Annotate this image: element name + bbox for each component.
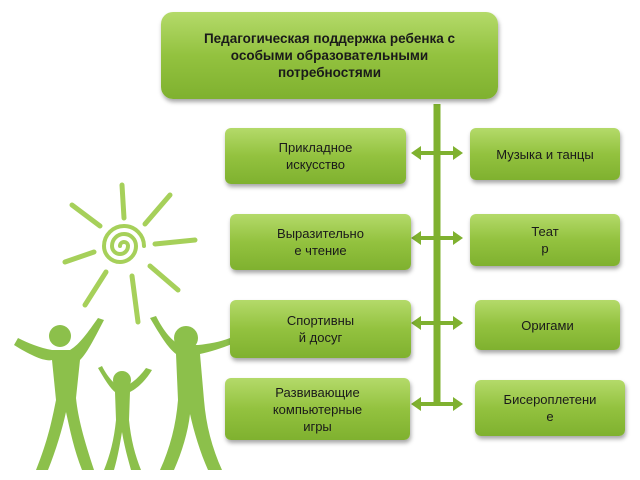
right-box-origami: Оригами: [475, 300, 620, 350]
double-arrow-icon: [411, 231, 463, 245]
double-arrow-icon: [411, 397, 463, 411]
double-arrow-icon: [411, 316, 463, 330]
right-box-beadwork: Бисероплетени е: [475, 380, 625, 436]
sun-icon: [62, 182, 198, 325]
double-arrow-icon: [411, 146, 463, 160]
left-box-developmental-games: Развивающие компьютерные игры: [225, 378, 410, 440]
family-figures-icon: [14, 316, 232, 470]
sun-family-illustration: [14, 182, 232, 470]
right-box-theatre: Теат р: [470, 214, 620, 266]
left-box-expressive-reading: Выразительно е чтение: [230, 214, 411, 270]
left-box-applied-art: Прикладное искусство: [225, 128, 406, 184]
left-box-sports-leisure: Спортивны й досуг: [230, 300, 411, 358]
right-box-music-dance: Музыка и танцы: [470, 128, 620, 180]
title-box: Педагогическая поддержка ребенка с особы…: [161, 12, 498, 99]
